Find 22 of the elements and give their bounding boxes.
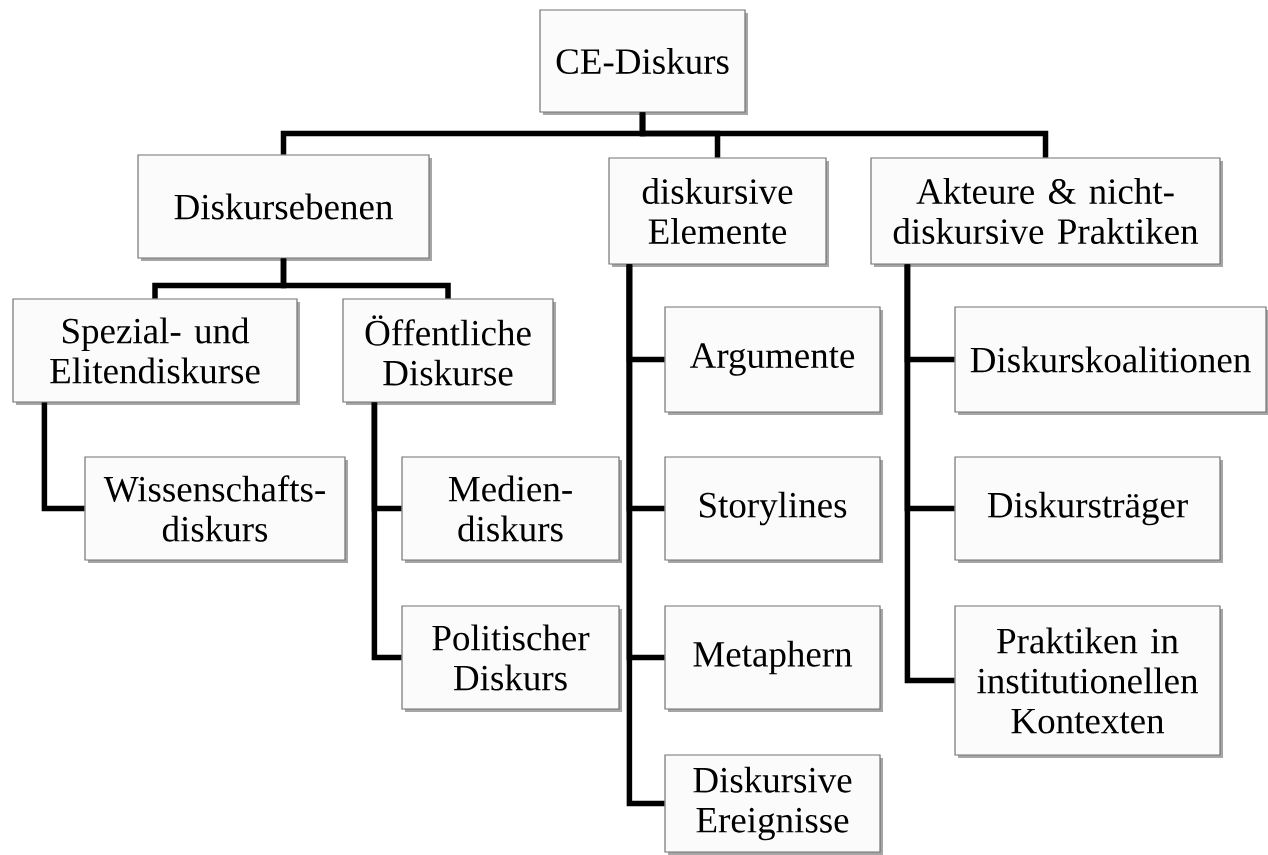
- process-box: Diskursive Ereignisse: [664, 754, 883, 855]
- process-box: Diskursträger: [954, 456, 1223, 563]
- connector-line: [639, 112, 1049, 158]
- process-box: CE-Diskurs: [539, 9, 748, 115]
- process-box: Akteure & nicht- diskursive Praktiken: [870, 157, 1223, 267]
- process-box: Storylines: [664, 456, 883, 563]
- process-box: Argumente: [664, 306, 883, 415]
- process-box: Spezial- und Elitendiskurse: [12, 298, 300, 405]
- connector-line: [904, 264, 955, 684]
- process-box: Diskursebenen: [137, 154, 432, 261]
- process-box: diskursive Elemente: [608, 157, 829, 267]
- process-box: Praktiken in institutionellen Kontexten: [954, 605, 1223, 758]
- process-box: Politischer Diskurs: [401, 605, 622, 712]
- process-box: Öffentliche Diskurse: [342, 298, 556, 405]
- process-box: Diskurskoalitionen: [954, 306, 1268, 415]
- connector-line: [280, 258, 451, 299]
- connector-line: [626, 264, 665, 807]
- process-box: Metaphern: [664, 605, 883, 712]
- connector-line: [41, 402, 85, 512]
- process-box: Wissenschafts- diskurs: [84, 456, 348, 563]
- process-box: Medien- diskurs: [401, 456, 622, 563]
- connector-line: [371, 402, 402, 661]
